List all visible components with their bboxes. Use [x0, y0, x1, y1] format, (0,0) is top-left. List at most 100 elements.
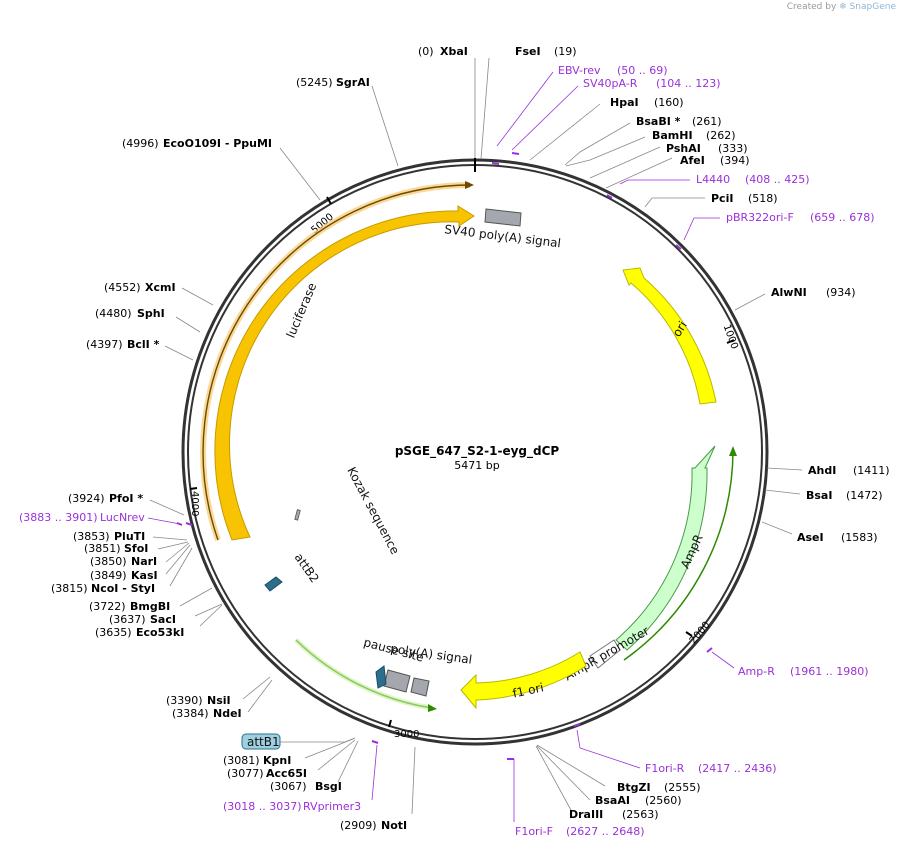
attb1-label: attB1 [247, 735, 280, 749]
site-PshAI-leader [589, 146, 661, 179]
site-EcoO109I-name[interactable]: EcoO109I - PpuMI [163, 137, 272, 150]
primer-pBR322ori-F-name[interactable]: pBR322ori-F [726, 211, 794, 224]
primer-EBV-rev-name[interactable]: EBV-rev [558, 64, 601, 77]
site-PciI-name[interactable]: PciI [711, 192, 733, 205]
site-SfoI-pos: (3851) [84, 542, 121, 555]
site-AhdI-name[interactable]: AhdI [808, 464, 836, 477]
primer-F1ori-R-leader [576, 729, 641, 769]
site-PfoI-leader [149, 499, 185, 516]
primer-RVprimer3-name[interactable]: RVprimer3 [303, 800, 361, 813]
primer-F1ori-R-name[interactable]: F1ori-R [645, 762, 685, 775]
site-KpnI-name[interactable]: KpnI [263, 754, 291, 767]
site-XbaI-name[interactable]: XbaI [440, 45, 468, 58]
primer-RVprimer3-leader [371, 744, 378, 801]
site-BsaI-name[interactable]: BsaI [806, 489, 832, 502]
primer-LucNrev-name[interactable]: LucNrev [100, 511, 145, 524]
site-SacI-name[interactable]: SacI [150, 613, 176, 626]
site-FseI[interactable] [480, 57, 490, 160]
attb2-feature [264, 576, 283, 592]
site-NdeI-name[interactable]: NdeI [213, 707, 242, 720]
site-AfeI-leader [605, 157, 673, 189]
site-HpaI-name[interactable]: HpaI [610, 96, 639, 109]
primer-pBR322ori-F-leader [683, 217, 720, 241]
site-NcoI-leader [169, 547, 193, 587]
site-NcoI-name[interactable]: NcoI - StyI [91, 582, 155, 595]
snapgene-logo-icon: ❄ [839, 2, 847, 12]
site-DraIII-pos: (2563) [622, 808, 659, 821]
site-BclI-name[interactable]: BclI * [127, 338, 160, 351]
site-SfoI-name[interactable]: SfoI [124, 542, 148, 555]
svg-text:(0): (0) [418, 45, 434, 58]
site-NarI-name[interactable]: NarI [131, 555, 157, 568]
attb1-leader [280, 737, 356, 743]
site-EcoO109I-pos: (4996) [122, 137, 159, 150]
sv40-polya-feature [484, 208, 522, 227]
site-XbaI[interactable]: (0) FseI [418, 45, 476, 158]
site-NotI-leader [411, 746, 416, 815]
site-FseI-pos: (19) [554, 45, 577, 58]
site-BtgZI-name[interactable]: BtgZI [617, 781, 651, 794]
site-AseI-name[interactable]: AseI [797, 531, 824, 544]
sv40-polya-label: SV40 poly(A) signal [444, 222, 562, 250]
site-XcmI-name[interactable]: XcmI [145, 281, 176, 294]
primer-L4440-leader [619, 179, 690, 185]
site-BsaBI-name[interactable]: BsaBI * [636, 115, 681, 128]
primer-F1ori-R-range: (2417 .. 2436) [698, 762, 777, 775]
site-Acc65I-name[interactable]: Acc65I [266, 767, 307, 780]
primer-RVprimer3-range: (3018 .. 3037) [223, 800, 302, 813]
site-PluTI-name[interactable]: PluTI [114, 530, 145, 543]
tick-label-2000: 2000 [688, 620, 713, 647]
site-PfoI-pos: (3924) [68, 492, 105, 505]
site-NotI-name[interactable]: NotI [381, 819, 407, 832]
site-FseI-name[interactable]: FseI [515, 45, 541, 58]
primer-L4440-range: (408 .. 425) [745, 173, 810, 186]
primer-EBV-rev-range: (50 .. 69) [617, 64, 668, 77]
primer-F1ori-F-name[interactable]: F1ori-F [515, 825, 553, 838]
ampr-thin-arrowhead [729, 446, 737, 456]
site-AfeI-name[interactable]: AfeI [680, 154, 705, 167]
site-BclI-pos: (4397) [86, 338, 123, 351]
site-SgrAI-pos: (5245) [296, 76, 333, 89]
site-PshAI-name[interactable]: PshAI [666, 142, 701, 155]
site-PciI-leader [644, 197, 705, 208]
site-BsaAI-name[interactable]: BsaAI [595, 794, 630, 807]
site-AfeI-pos: (394) [720, 154, 750, 167]
site-BmgBI-name[interactable]: BmgBI [130, 600, 170, 613]
f1ori-feature [460, 651, 587, 710]
site-NsiI-name[interactable]: NsiI [207, 694, 231, 707]
site-HpaI-leader [529, 103, 601, 161]
site-BamHI-name[interactable]: BamHI [652, 129, 693, 142]
site-BsgI-name[interactable]: BsgI [315, 780, 342, 793]
site-PfoI-name[interactable]: PfoI * [109, 492, 143, 505]
site-PshAI-pos: (333) [718, 142, 748, 155]
site-KasI-name[interactable]: KasI [131, 569, 158, 582]
site-Acc65I-leader [317, 739, 356, 771]
site-Eco53kI-name[interactable]: Eco53kI [136, 626, 184, 639]
primer-Amp-R-range: (1961 .. 1980) [790, 665, 869, 678]
primer-L4440-name[interactable]: L4440 [696, 173, 730, 186]
luciferase-thin-arrowhead [465, 181, 474, 189]
site-EcoO109I-leader [279, 147, 321, 201]
ampr-backbone-highlight [623, 449, 734, 661]
pause-site-feature [383, 669, 411, 693]
site-NotI-pos: (2909) [340, 819, 377, 832]
credit: Created by ❄ SnapGene [787, 2, 896, 12]
site-DraIII-leader [535, 745, 573, 813]
site-DraIII-name[interactable]: DraIII [569, 808, 603, 821]
attb2-label: attB2 [292, 551, 322, 586]
site-AlwNI-name[interactable]: AlwNI [771, 286, 807, 299]
primer-pBR322ori-F-range: (659 .. 678) [810, 211, 875, 224]
polya-arrowhead [428, 704, 437, 712]
credit-brand: SnapGene [849, 2, 896, 12]
primer-Amp-R-name[interactable]: Amp-R [738, 665, 775, 678]
site-SgrAI-name[interactable]: SgrAI [336, 76, 370, 89]
site-NsiI-leader [242, 676, 271, 700]
site-BsgI-leader [337, 740, 359, 783]
site-SphI-name[interactable]: SphI [137, 307, 165, 320]
site-BamHI-pos: (262) [706, 129, 736, 142]
primer-SV40pA-R-name[interactable]: SV40pA-R [583, 77, 638, 90]
site-NcoI-pos: (3815) [51, 582, 88, 595]
site-SacI-leader [194, 603, 223, 617]
site-BsaI-pos: (1472) [846, 489, 883, 502]
site-XcmI-leader [181, 287, 214, 306]
